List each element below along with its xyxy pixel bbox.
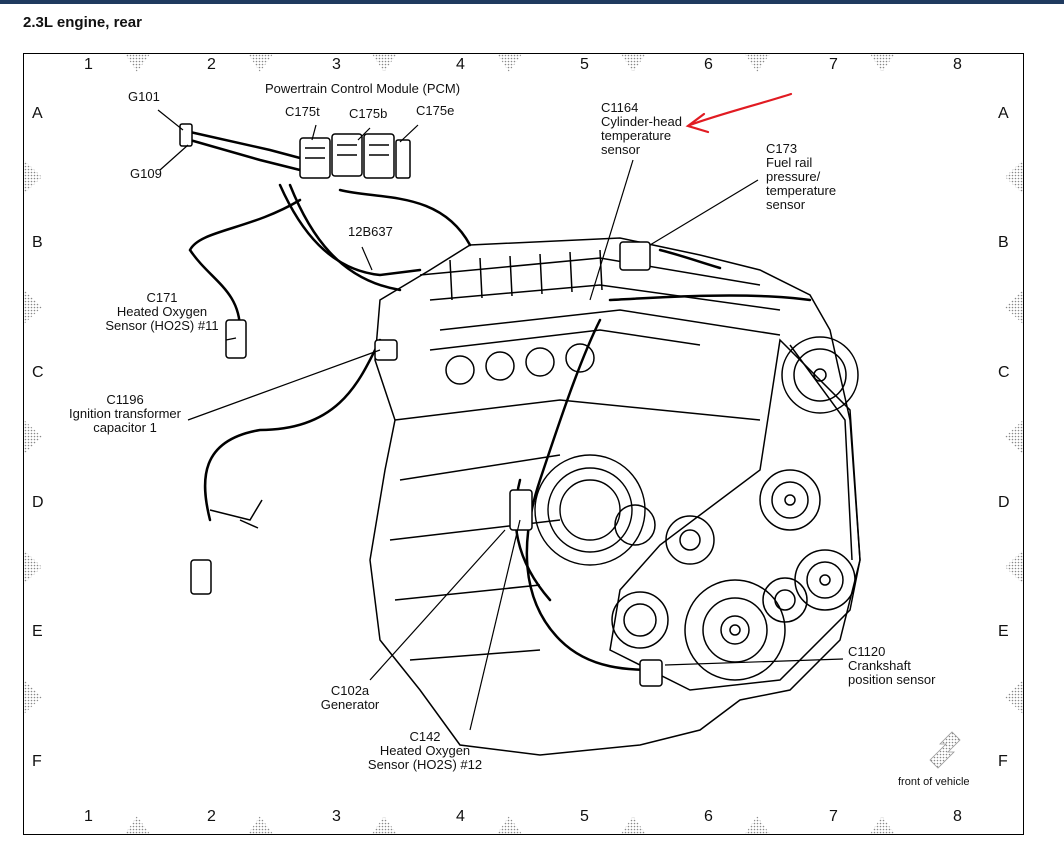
col-label-bottom-4: 4 bbox=[456, 808, 465, 825]
col-label-bottom-3: 3 bbox=[332, 808, 341, 825]
col-label-bottom-8: 8 bbox=[953, 808, 962, 825]
front-of-vehicle-arrow-icon bbox=[929, 731, 961, 769]
row-label-left-b: B bbox=[32, 234, 43, 251]
col-label-top-7: 7 bbox=[829, 56, 838, 73]
leader-lines bbox=[157, 109, 844, 731]
col-label-bottom-7: 7 bbox=[829, 808, 838, 825]
row-label-right-b: B bbox=[998, 234, 1009, 251]
c175e-label: C175e bbox=[416, 103, 455, 118]
c171-label: C171 Heated Oxygen Sensor (HO2S) #11 bbox=[105, 290, 219, 333]
col-label-bottom-2: 2 bbox=[207, 808, 216, 825]
front-of-vehicle-label: front of vehicle bbox=[898, 776, 970, 788]
c1164-label: C1164 Cylinder-head temperature sensor bbox=[601, 100, 682, 157]
col-label-top-8: 8 bbox=[953, 56, 962, 73]
pcm-connectors bbox=[299, 133, 411, 179]
header-bar bbox=[0, 0, 1064, 4]
red-annotation-arrow-icon bbox=[685, 92, 793, 134]
diagram-frame bbox=[23, 53, 1024, 835]
row-label-left-c: C bbox=[32, 364, 44, 381]
c1196-label: C1196 Ignition transformer capacitor 1 bbox=[69, 392, 181, 435]
engine-block bbox=[369, 237, 861, 756]
row-label-right-e: E bbox=[998, 623, 1009, 640]
ground-terminals bbox=[179, 123, 193, 147]
pcm-label: Powertrain Control Module (PCM) bbox=[265, 81, 461, 96]
grid-markers bbox=[24, 54, 1023, 834]
row-label-left-d: D bbox=[32, 494, 44, 511]
col-label-bottom-6: 6 bbox=[704, 808, 713, 825]
row-label-right-a: A bbox=[998, 105, 1009, 122]
generator bbox=[534, 454, 646, 566]
pulleys bbox=[609, 336, 861, 691]
col-label-top-1: 1 bbox=[84, 56, 93, 73]
col-label-top-6: 6 bbox=[704, 56, 713, 73]
row-label-right-f: F bbox=[998, 753, 1008, 770]
row-label-left-a: A bbox=[32, 105, 43, 122]
col-label-bottom-1: 1 bbox=[84, 808, 93, 825]
c142-label: C142 Heated Oxygen Sensor (HO2S) #12 bbox=[367, 729, 483, 772]
row-label-left-e: E bbox=[32, 623, 43, 640]
g101-label: G101 bbox=[128, 89, 160, 104]
sensor-connectors bbox=[190, 241, 663, 687]
c175t-label: C175t bbox=[285, 104, 320, 119]
row-label-right-c: C bbox=[998, 364, 1010, 381]
c173-label: C173 Fuel rail pressure/ temperature sen… bbox=[766, 141, 837, 212]
row-label-left-f: F bbox=[32, 753, 42, 770]
b637-label: 12B637 bbox=[348, 224, 393, 239]
c175b-label: C175b bbox=[349, 106, 388, 121]
g109-label: G109 bbox=[130, 166, 162, 181]
col-label-top-3: 3 bbox=[332, 56, 341, 73]
c1120-label: C1120 Crankshaft position sensor bbox=[848, 644, 936, 687]
wiring-harness bbox=[188, 130, 812, 672]
col-label-top-2: 2 bbox=[207, 56, 216, 73]
col-label-top-4: 4 bbox=[456, 56, 465, 73]
page-title: 2.3L engine, rear bbox=[23, 14, 142, 31]
c102a-label: C102a Generator bbox=[320, 683, 380, 712]
col-label-bottom-5: 5 bbox=[580, 808, 589, 825]
col-label-top-5: 5 bbox=[580, 56, 589, 73]
row-label-right-d: D bbox=[998, 494, 1010, 511]
